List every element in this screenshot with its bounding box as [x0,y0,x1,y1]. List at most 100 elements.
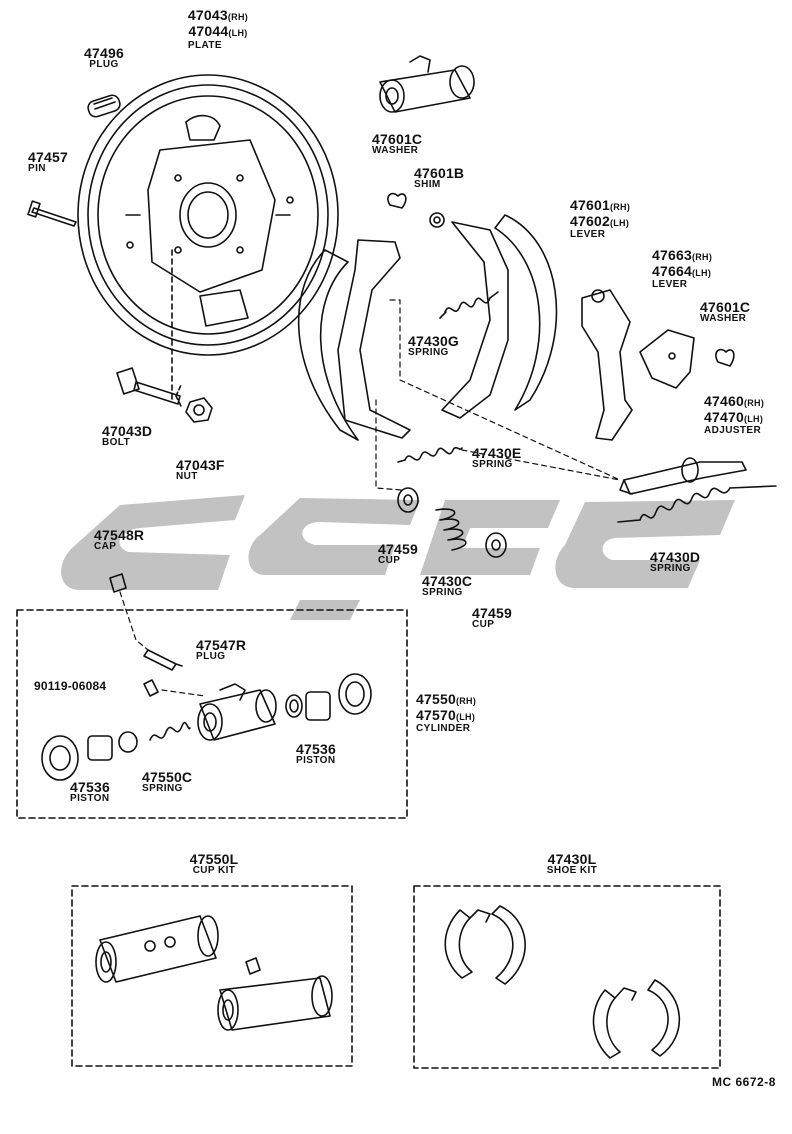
part-number: 47601B [414,165,465,181]
label-washer-1: 47601C WASHER [372,132,422,156]
lh-suffix: (LH) [609,218,630,228]
washer-clip-drawing [387,192,407,209]
part-name: CUP KIT [192,865,236,876]
lever-1-drawing [581,289,633,441]
part-number: 47496 [84,45,124,61]
rh-suffix: (RH) [691,252,713,262]
bleeder-plug-drawing [143,649,183,671]
label-spring-g: 47430G SPRING [408,334,459,358]
label-cap: 47548R CAP [94,528,144,552]
rh-suffix: (RH) [227,12,249,22]
label-cup-mid: 47459 CUP [378,542,418,566]
pin-drawing [27,200,77,227]
lh-suffix: (LH) [455,712,476,722]
washer-2-drawing [715,348,735,367]
part-number: 47430E [472,445,522,461]
part-number: 47457 [28,149,68,165]
part-number-lh: 47570 [416,707,456,723]
label-pin: 47457 PIN [28,150,68,174]
part-number-rh: 47043 [187,7,228,23]
lh-suffix: (LH) [691,268,712,278]
part-number-rh: 47601 [570,197,610,213]
lh-suffix: (LH) [228,28,248,38]
wheel-cylinder-top-drawing [379,55,475,113]
part-number: 47601C [700,299,751,315]
part-number-rh: 47550 [416,691,456,707]
label-spring-e: 47430E SPRING [472,446,521,470]
reference-code: MC 6672-8 [712,1075,776,1089]
part-name: PLATE [187,40,222,51]
part-name: WASHER [372,145,419,156]
brake-shoe-right-drawing [441,214,558,419]
part-name: PISTON [296,755,336,766]
leader-cap-plug [119,591,149,651]
part-number: 47043D [102,423,153,439]
label-lever-2: 47663(RH) 47664(LH) LEVER [652,248,712,290]
label-adjuster: 47460(RH) 47470(LH) ADJUSTER [704,394,764,436]
part-name: ADJUSTER [704,425,762,436]
part-name: LEVER [652,279,688,290]
cup-low-drawing [485,532,507,558]
part-number-lh: 47664 [652,263,692,279]
part-name: CYLINDER [416,723,471,734]
part-name: BOLT [102,437,131,448]
label-spring-d: 47430D SPRING [650,550,700,574]
rh-suffix: (RH) [455,696,477,706]
label-spring-c: 47430C SPRING [422,574,472,598]
label-spring-cylinder: 47550C SPRING [142,770,192,794]
label-shoe-kit: 47430L SHOE KIT [547,852,597,876]
label-cup-low: 47459 CUP [472,606,512,630]
assembly-leaders [375,299,621,491]
part-name: CUP [378,555,401,566]
label-bolt-code: 90119-06084 [34,680,106,692]
spring-e-drawing [397,446,463,463]
watermark-logo [61,495,735,620]
part-name: SHIM [414,179,441,190]
cylinder-detail-box [16,609,408,819]
part-number-lh: 47470 [704,409,744,425]
adjuster-drawing [619,457,747,495]
cup-kit-drawing [95,915,333,1031]
lh-suffix: (LH) [743,414,764,424]
label-piston-right: 47536 PISTON [296,742,336,766]
part-name: SPRING [408,347,449,358]
label-lever-1: 47601(RH) 47602(LH) LEVER [570,198,630,240]
part-number-lh: 47044 [188,23,229,39]
bolt-drawing [116,367,183,409]
part-number: 90119-06084 [34,679,107,693]
part-name: SHOE KIT [546,865,598,876]
shoe-kit-box [413,885,721,1069]
label-bolt: 47043D BOLT [102,424,152,448]
rh-suffix: (RH) [609,202,631,212]
part-name: CAP [94,541,117,552]
rh-suffix: (RH) [743,398,765,408]
spring-d-drawing [617,485,777,523]
cylinder-detail-drawing [41,673,372,781]
part-number: 47550C [142,769,193,785]
part-name: SPRING [650,563,691,574]
backing-plate-drawing [77,74,339,356]
label-cup-kit: 47550L CUP KIT [190,852,239,876]
part-number-rh: 47460 [704,393,744,409]
part-number: 47430L [547,851,597,867]
part-number-rh: 47663 [652,247,692,263]
label-piston-left: 47536 PISTON [70,780,110,804]
part-number: 47601C [372,131,423,147]
brake-shoe-left-drawing [297,239,411,441]
spring-c-drawing [435,508,467,551]
part-number: 47536 [296,741,336,757]
plug-drawing [87,94,121,118]
part-name: PISTON [70,793,110,804]
part-number: 47430G [408,333,460,349]
part-name: SPRING [422,587,463,598]
label-plate: 47043(RH) 47044(LH) PLATE [188,8,248,51]
part-number: 47547R [196,637,247,653]
label-nut: 47043F NUT [176,458,225,482]
cup-mid-drawing [397,487,419,513]
cup-kit-box [71,885,353,1067]
lever-2-drawing [639,329,695,389]
part-number: 47430C [422,573,473,589]
nut-drawing [185,397,213,423]
